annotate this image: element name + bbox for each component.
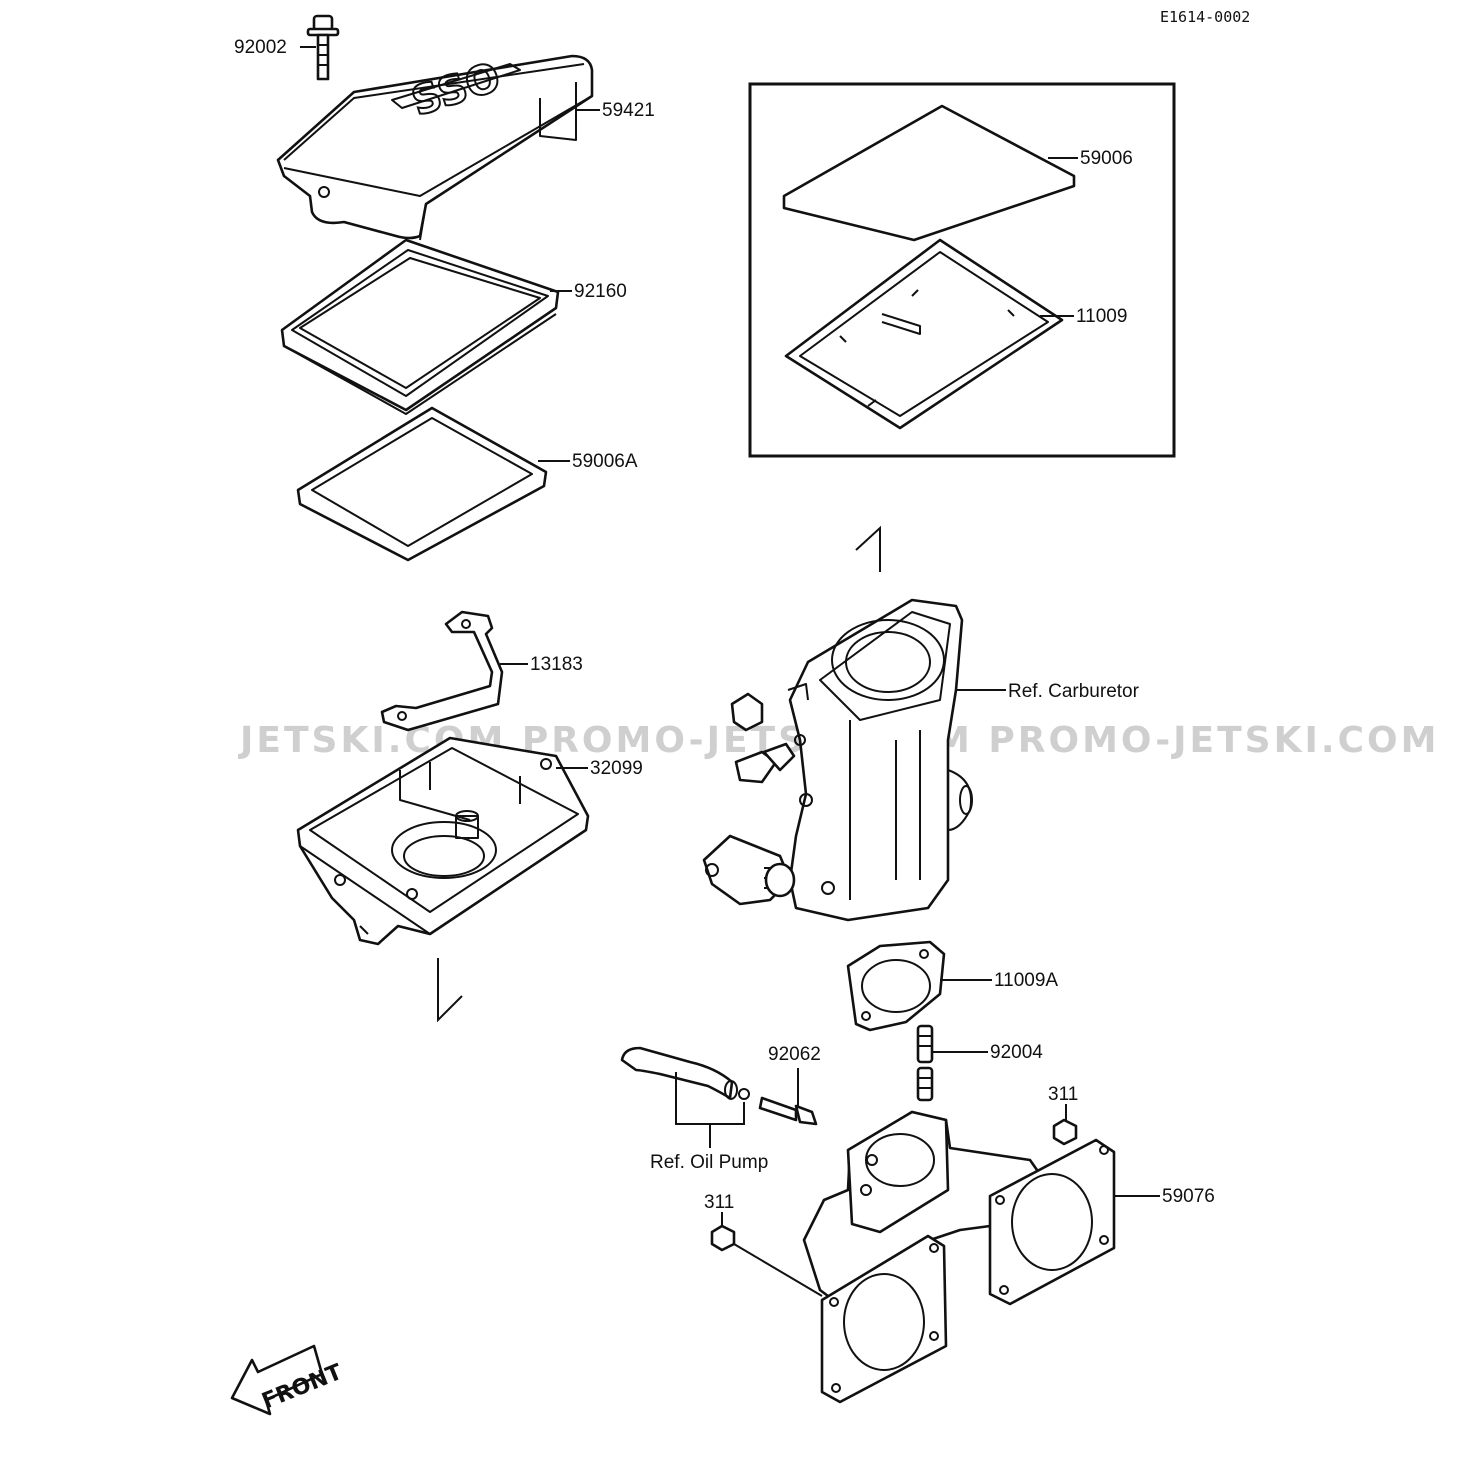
intake-manifold-59076[interactable] xyxy=(802,1110,1116,1404)
label-ref-oil-pump: Ref. Oil Pump xyxy=(650,1152,768,1173)
assembly-arrow-left xyxy=(437,958,463,1023)
label-311-right: 311 xyxy=(1048,1084,1078,1105)
diagram-code: E1614-0002 xyxy=(1160,8,1250,26)
nozzle-92062[interactable] xyxy=(758,1096,818,1126)
filter-59006[interactable] xyxy=(782,104,1076,242)
label-11009a: 11009A xyxy=(994,970,1058,991)
gasket-frame-92160[interactable] xyxy=(280,238,560,415)
label-92160: 92160 xyxy=(574,281,627,302)
label-59421: 59421 xyxy=(602,100,655,121)
label-92004: 92004 xyxy=(990,1042,1043,1063)
filter-59006a[interactable] xyxy=(296,406,548,562)
nut-311-right[interactable] xyxy=(1052,1118,1078,1146)
carburetor[interactable] xyxy=(702,598,973,922)
label-59076: 59076 xyxy=(1162,1186,1215,1207)
label-92062: 92062 xyxy=(768,1044,821,1065)
label-13183: 13183 xyxy=(530,654,583,675)
label-11009: 11009 xyxy=(1076,306,1127,327)
kit-box xyxy=(748,82,1176,458)
label-59006: 59006 xyxy=(1080,148,1133,169)
assembly-arrow-right xyxy=(855,525,881,572)
gasket-11009[interactable] xyxy=(784,238,1064,430)
label-59006a: 59006A xyxy=(572,451,638,472)
cover-59421[interactable]: SSO xyxy=(276,53,594,241)
bolt-92002[interactable] xyxy=(306,14,340,81)
bracket-13183[interactable] xyxy=(380,610,504,732)
airbox-base-32099[interactable] xyxy=(296,736,590,946)
label-ref-carburetor: Ref. Carburetor xyxy=(1008,681,1140,702)
oil-pump-hose[interactable] xyxy=(620,1046,750,1100)
front-direction-arrow: FRONT xyxy=(230,1344,346,1416)
label-32099: 32099 xyxy=(590,758,643,779)
label-311-left: 311 xyxy=(704,1192,734,1213)
label-92002: 92002 xyxy=(234,37,287,58)
nut-311-left[interactable] xyxy=(710,1224,736,1252)
stud-92004[interactable] xyxy=(916,1024,934,1102)
gasket-11009a[interactable] xyxy=(846,940,946,1032)
